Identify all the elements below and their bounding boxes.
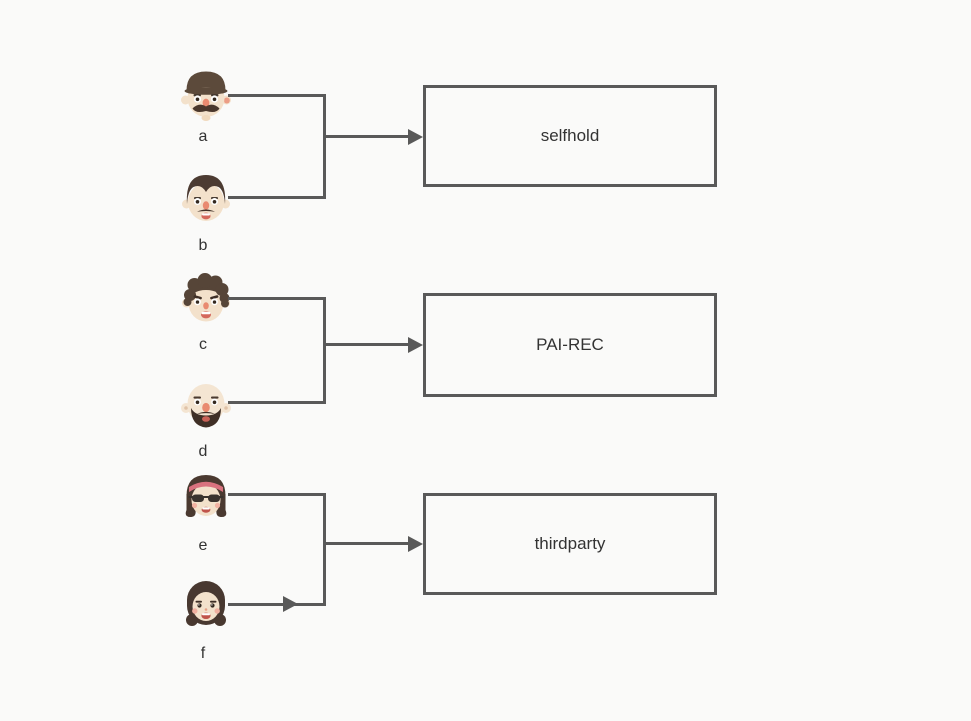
node-selfhold-label: selfhold: [540, 126, 600, 145]
actor-label-e: e: [198, 537, 208, 554]
actor-e: [180, 470, 232, 526]
actor-label-a: a: [198, 128, 208, 145]
node-thirdparty-label: thirdparty: [534, 534, 606, 553]
connector-e: [228, 493, 326, 496]
actor-f: [180, 577, 232, 633]
actor-label-f: f: [200, 645, 206, 662]
connector-a: [228, 94, 326, 97]
arrowhead-thirdparty: [408, 536, 423, 552]
arrow-line-2: [323, 343, 408, 346]
man-parted-hair-mustache-icon: [182, 175, 230, 221]
connector-b: [228, 196, 326, 199]
arrow-line-3: [323, 542, 408, 545]
woman-headband-sunglasses-icon: [185, 475, 227, 518]
node-thirdparty: thirdparty: [423, 493, 717, 595]
junction-1: [323, 94, 326, 199]
actor-b: [180, 171, 232, 227]
actor-label-c: c: [199, 336, 207, 353]
man-flat-cap-mustache-icon: [181, 71, 231, 121]
connector-d: [228, 401, 326, 404]
node-pai-rec-label: PAI-REC: [536, 335, 604, 354]
actor-d: [180, 375, 232, 431]
man-curly-hair-icon: [182, 273, 230, 322]
actor-a: [180, 68, 232, 124]
node-pai-rec: PAI-REC: [423, 293, 717, 397]
junction-2: [323, 297, 326, 404]
node-selfhold: selfhold: [423, 85, 717, 187]
arrowhead-pai-rec: [408, 337, 423, 353]
junction-3: [323, 493, 326, 606]
bald-man-goatee-icon: [181, 384, 231, 428]
woman-bob-hair-icon: [186, 581, 226, 626]
arrowhead-f-junction: [283, 596, 298, 612]
arrowhead-selfhold: [408, 129, 423, 145]
connector-c: [228, 297, 326, 300]
actor-c: [180, 272, 232, 328]
actor-label-b: b: [198, 237, 208, 254]
arrow-line-1: [323, 135, 408, 138]
actor-label-d: d: [198, 443, 208, 460]
connector-f: [228, 603, 326, 606]
